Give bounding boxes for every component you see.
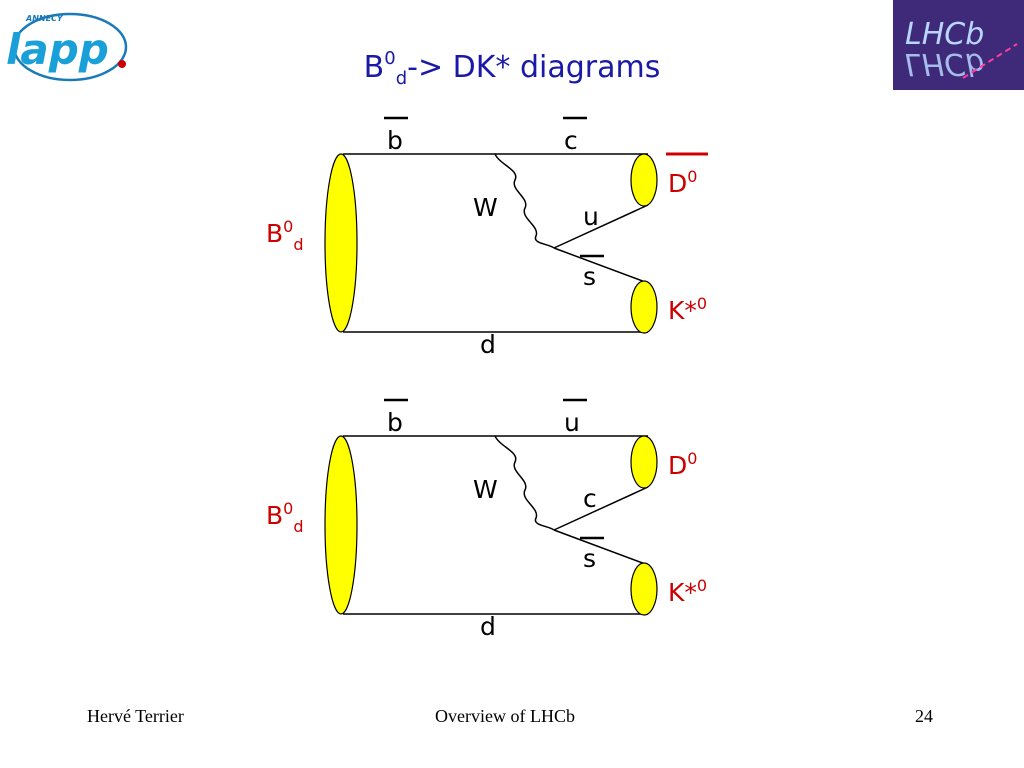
quark-label-mid-up: u (583, 202, 599, 231)
quark-label-top-right: c (564, 126, 578, 155)
d-meson-blob-1 (630, 153, 658, 207)
title-rest: -> DK* diagrams (407, 50, 661, 85)
boson-label: W (473, 475, 498, 504)
boson-label: W (473, 193, 498, 222)
title-sup: 0 (384, 48, 396, 69)
lapp-logo: ANNECY lapp (6, 12, 128, 82)
final-top-meson-label: D0 (668, 167, 697, 198)
lhcb-logo: LHCb LHCb (893, 0, 1024, 90)
b-meson-blob-1 (324, 153, 358, 333)
diagram-1-lines (343, 153, 649, 333)
title-sub: d (395, 68, 408, 89)
lhcb-logo-text: LHCb (905, 17, 984, 52)
final-top-meson-label: D0 (668, 449, 697, 480)
title-main: B (363, 50, 385, 85)
quark-label-top-right: u (564, 408, 580, 437)
k-meson-blob-2 (630, 562, 658, 616)
lapp-logo-text: lapp (6, 25, 109, 74)
initial-meson-label: B0d (266, 499, 304, 536)
svg-text:LHCb: LHCb (905, 46, 984, 81)
k-meson-blob-1 (630, 280, 658, 334)
initial-meson-label: B0d (266, 217, 304, 254)
w-boson-line-1 (494, 153, 555, 249)
quark-label-mid-down: s (583, 262, 596, 291)
quark-label-bottom: d (480, 330, 496, 359)
footer-page-number: 24 (915, 706, 933, 726)
w-boson-line-2 (494, 435, 555, 531)
footer-title: Overview of LHCb (435, 706, 575, 726)
quark-label-top-left: b (387, 408, 403, 437)
d-meson-blob-2 (630, 435, 658, 489)
final-bottom-meson-label: K*0 (668, 294, 707, 325)
quark-label-mid-down: s (583, 544, 596, 573)
quark-label-bottom: d (480, 612, 496, 641)
lapp-logo-small-text: ANNECY (25, 14, 64, 23)
b-meson-blob-2 (324, 435, 358, 615)
footer-author: Hervé Terrier (87, 706, 184, 726)
quark-label-mid-up: c (583, 484, 597, 513)
final-bottom-meson-label: K*0 (668, 576, 707, 607)
diagram-2-lines (343, 435, 649, 615)
slide-title: B0d-> DK* diagrams (0, 48, 1024, 88)
quark-label-top-left: b (387, 126, 403, 155)
